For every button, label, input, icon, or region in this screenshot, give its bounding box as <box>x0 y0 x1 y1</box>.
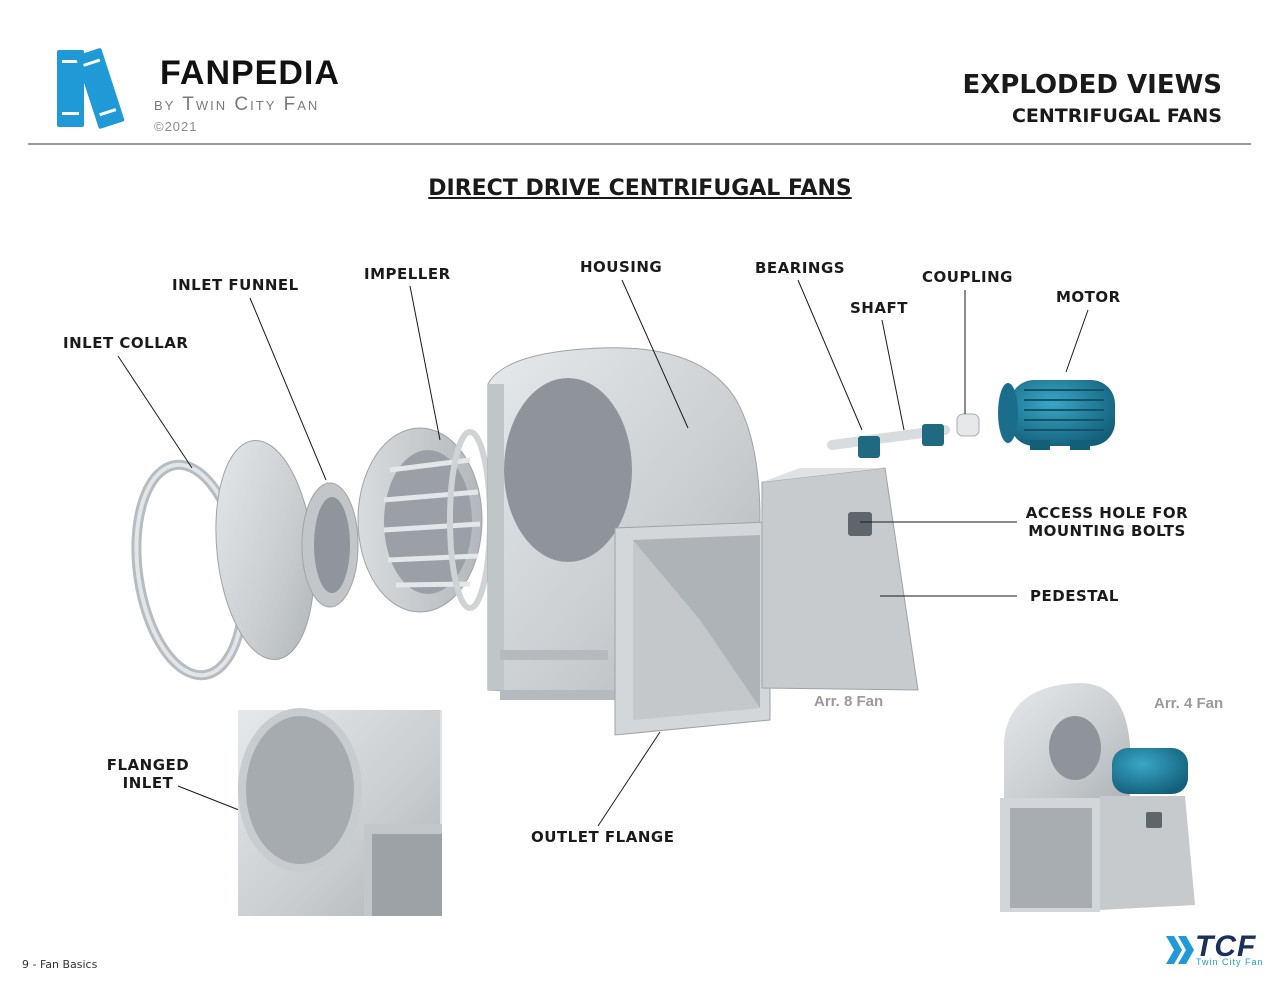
label-access-hole-line2: MOUNTING BOLTS <box>1028 522 1186 540</box>
motor-part <box>998 380 1115 450</box>
flanged-inlet-inset <box>238 708 442 916</box>
label-flanged-inlet-line2: INLET <box>122 774 174 792</box>
outlet-flange-part <box>614 521 771 736</box>
label-flanged-inlet-line1: FLANGED <box>106 756 190 774</box>
brand-year: ©2021 <box>154 119 198 134</box>
tcf-logo-name: TCF <box>1195 930 1257 963</box>
label-inlet-funnel: INLET FUNNEL <box>172 276 299 294</box>
inlet-funnel-part <box>215 439 359 661</box>
label-shaft: SHAFT <box>850 299 908 317</box>
impeller-part <box>357 427 493 613</box>
page-title: EXPLODED VIEWS <box>962 70 1222 100</box>
fanpedia-book-logo <box>57 48 125 129</box>
brand-name: FANPEDIA <box>160 54 340 92</box>
brand-byline: by Twin City Fan <box>154 94 320 115</box>
tcf-chevron-icon <box>1166 936 1194 964</box>
label-access-hole-line1: ACCESS HOLE FOR <box>1025 504 1189 522</box>
pedestal-part <box>761 467 919 691</box>
label-motor: MOTOR <box>1056 288 1121 306</box>
shaft-bearings-part <box>827 424 950 458</box>
coupling-part <box>956 413 980 437</box>
arr8-label: Arr. 8 Fan <box>814 693 884 710</box>
arr4-label: Arr. 4 Fan <box>1154 695 1224 712</box>
label-inlet-collar: INLET COLLAR <box>63 334 189 352</box>
label-coupling: COUPLING <box>922 268 1013 286</box>
tcf-logo-sub: Twin City Fan <box>1196 957 1264 967</box>
leader-lines <box>117 279 1089 827</box>
header-divider <box>28 143 1251 145</box>
arr4-fan-thumbnail <box>1000 683 1195 912</box>
footer-page-label: 9 - Fan Basics <box>22 958 98 971</box>
label-outlet-flange: OUTLET FLANGE <box>531 828 675 846</box>
label-housing: HOUSING <box>580 258 663 276</box>
diagram-title: DIRECT DRIVE CENTRIFUGAL FANS <box>428 176 852 201</box>
label-flanged-inlet: FLANGED INLET <box>100 756 196 792</box>
label-impeller: IMPELLER <box>364 265 451 283</box>
label-pedestal: PEDESTAL <box>1030 587 1119 605</box>
label-bearings: BEARINGS <box>755 259 846 277</box>
page-subtitle: CENTRIFUGAL FANS <box>1011 105 1222 127</box>
label-access-hole: ACCESS HOLE FOR MOUNTING BOLTS <box>1024 504 1190 540</box>
